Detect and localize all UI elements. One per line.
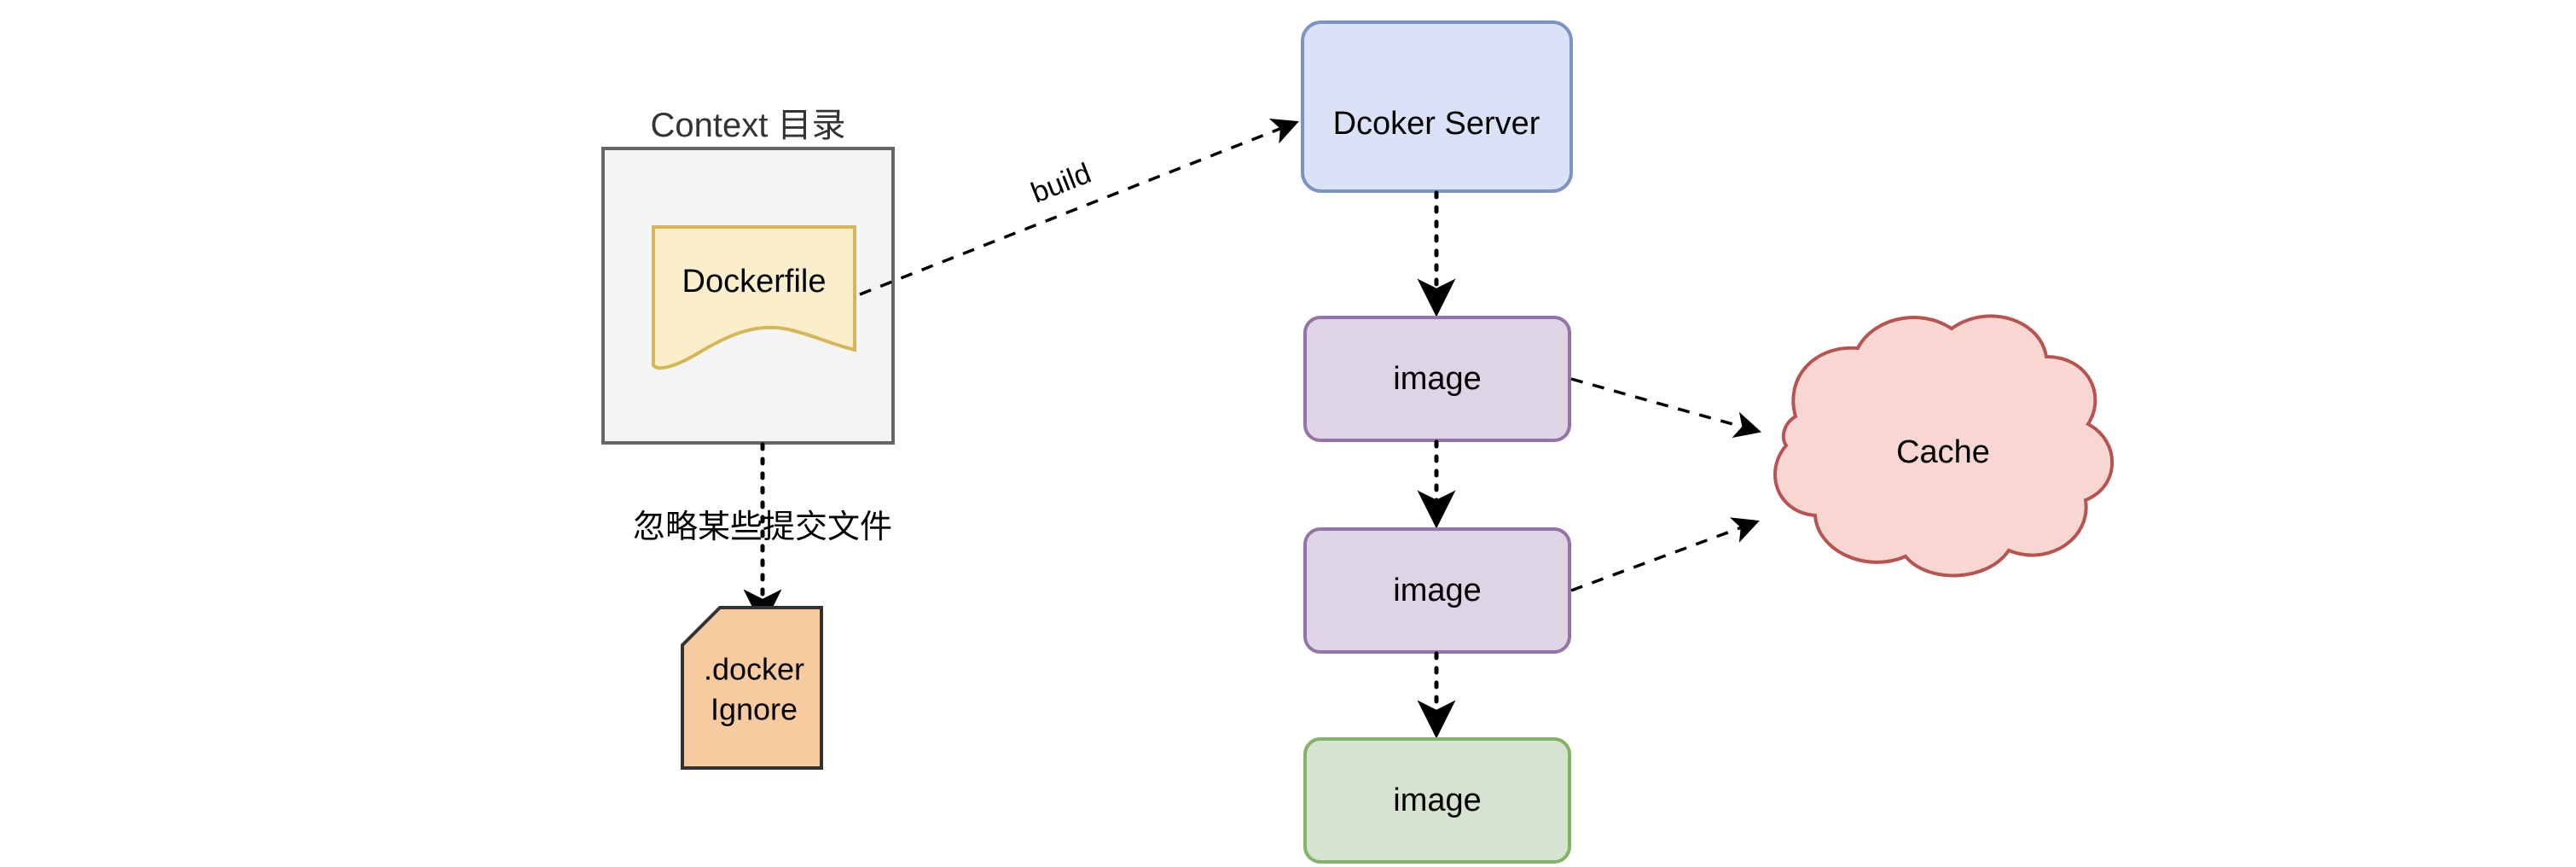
image-label-1: image (1393, 361, 1482, 397)
cache-node[interactable]: Cache (1773, 314, 2115, 578)
edge-image2-to-cache[interactable] (1570, 517, 1760, 592)
docker-server-node[interactable]: Dcoker Server (1301, 20, 1573, 193)
dockerignore-label-line2: Ignore (711, 692, 798, 727)
dockerignore-shape (681, 606, 823, 770)
context-group: Context 目录 Dockerfile (601, 107, 895, 445)
build-arrow-line (859, 118, 1299, 296)
dockerfile-label: Dockerfile (682, 264, 827, 300)
edge-context-to-dockerignore[interactable]: 忽略某些提交文件 (633, 442, 892, 628)
build-edge-label: build (1027, 157, 1096, 210)
dockerignore-node[interactable]: .docker Ignore (681, 606, 823, 770)
ignore-edge-label: 忽略某些提交文件 (633, 509, 892, 545)
edge-dockerfile-to-server[interactable]: build (859, 118, 1299, 296)
docker-server-label: Dcoker Server (1333, 106, 1540, 142)
image-node-1[interactable]: image (1303, 316, 1571, 442)
dockerignore-label-line1: .docker (704, 652, 804, 687)
image-node-3[interactable]: image (1303, 737, 1571, 864)
edge-image1-to-cache[interactable] (1570, 377, 1762, 439)
image-label-3: image (1393, 783, 1482, 818)
dockerfile-node[interactable]: Dockerfile (652, 225, 856, 370)
cache-label: Cache (1896, 434, 1990, 470)
context-title: Context 目录 (651, 107, 846, 144)
image-node-2[interactable]: image (1303, 527, 1571, 654)
cache-cloud-shape (1773, 314, 2115, 578)
image-label-2: image (1393, 573, 1482, 608)
dockerfile-shape (652, 225, 856, 370)
image-box-3 (1303, 737, 1571, 864)
